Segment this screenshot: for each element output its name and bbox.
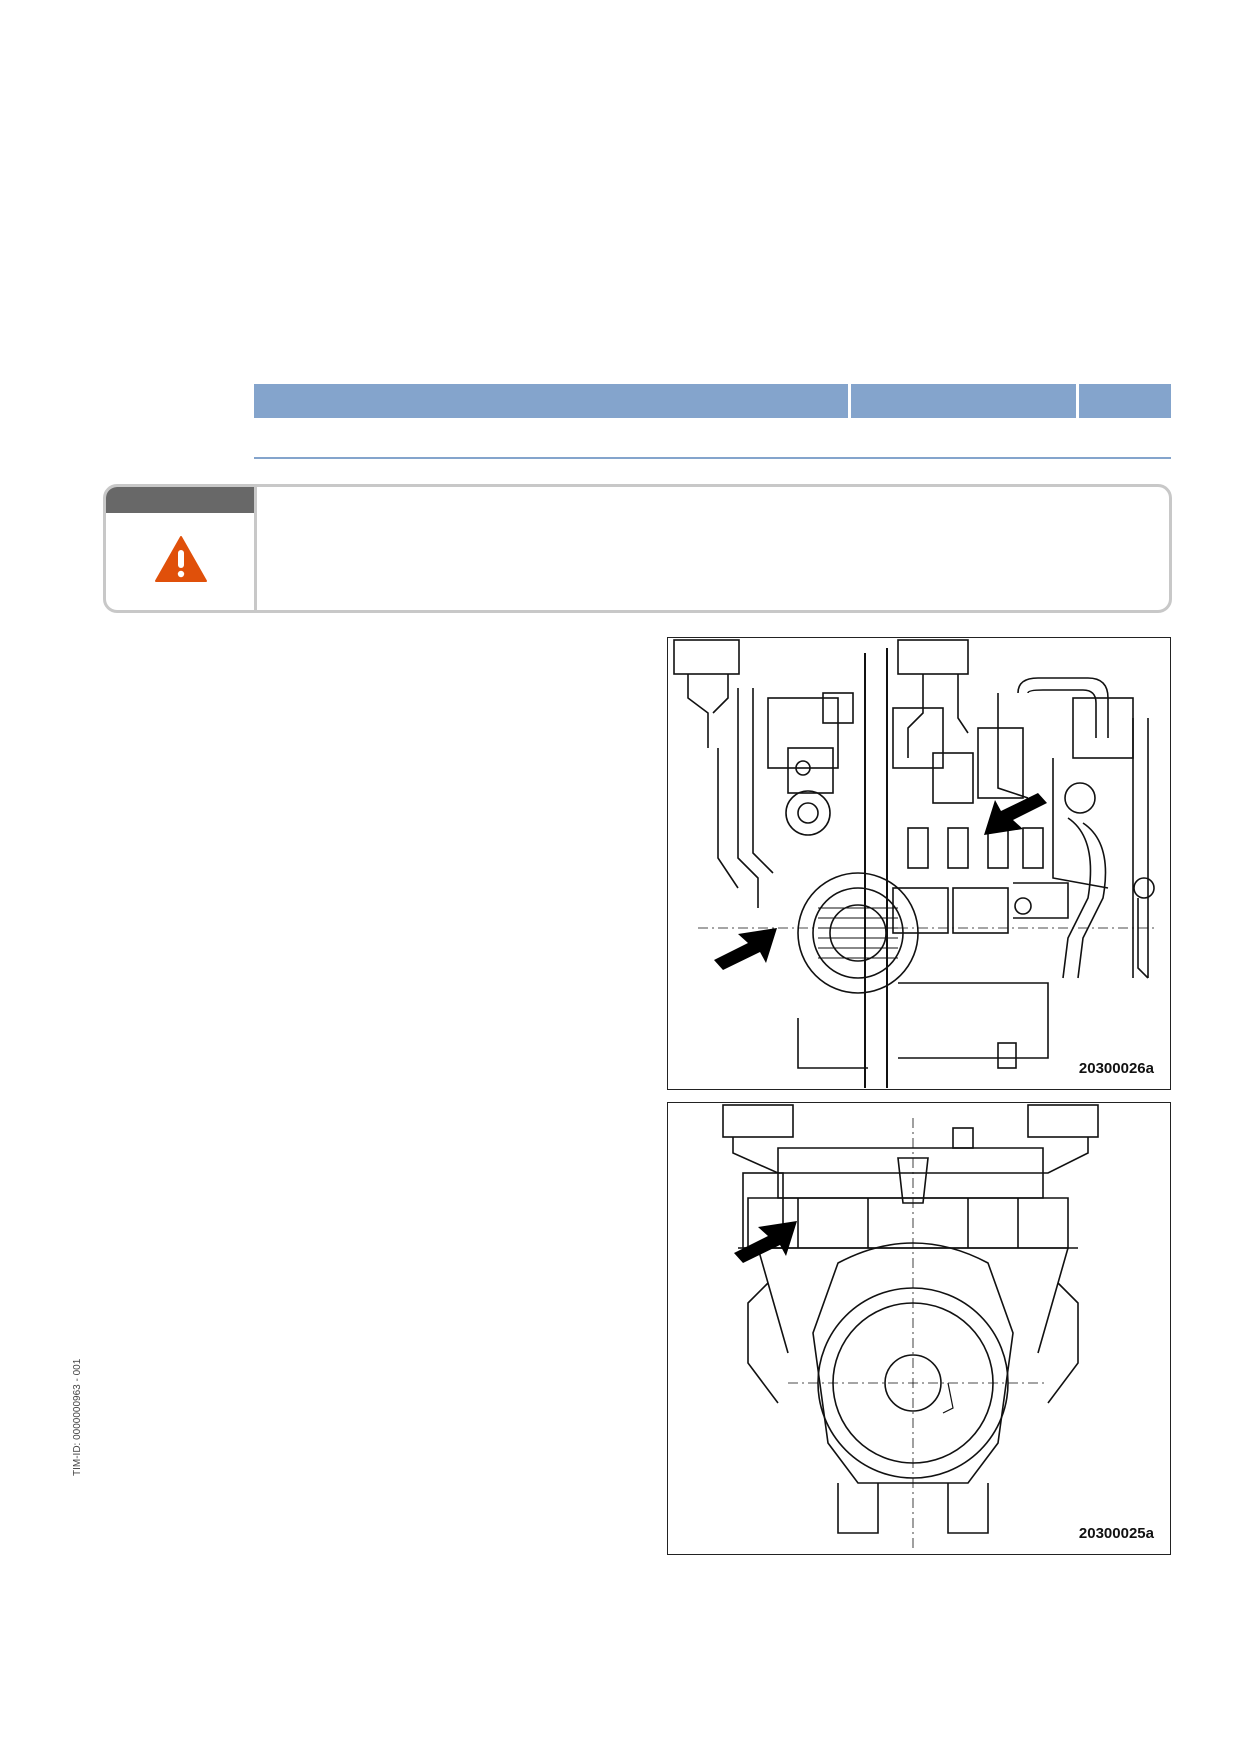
table-header-col-1 (254, 384, 848, 418)
table-header-col-3 (1079, 384, 1171, 418)
figure-label-1: 20300026a (1078, 1060, 1154, 1077)
engine-drawing-1 (673, 639, 1158, 1088)
indicator-arrow-3 (734, 1221, 797, 1263)
warning-divider (254, 487, 257, 610)
indicator-arrow-2 (984, 793, 1047, 835)
engine-figure-1: 20300026a (667, 637, 1171, 1090)
engine-drawing-2 (722, 1104, 1099, 1548)
engine-figure-2: 20300025a (667, 1102, 1171, 1555)
table-header-col-2 (851, 384, 1076, 418)
warning-header-bar (106, 487, 254, 513)
figure-label-2: 20300025a (1078, 1525, 1154, 1542)
warning-triangle-icon (155, 536, 207, 582)
warning-box (103, 484, 1172, 613)
tim-id-label: TIM-ID: 0000000963 - 001 (72, 1358, 83, 1476)
table-bottom-rule (254, 457, 1171, 459)
indicator-arrow-1 (714, 928, 777, 970)
